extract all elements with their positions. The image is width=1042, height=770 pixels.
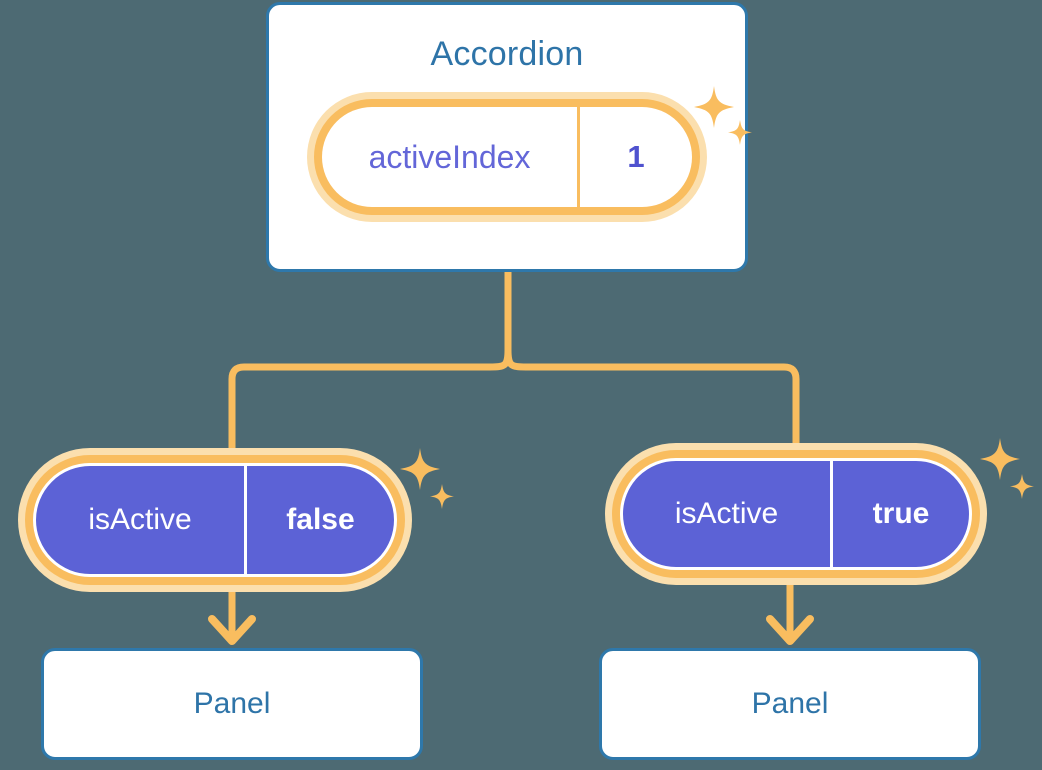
panel-card-right[interactable]: Panel [599,648,981,760]
state-pill-is-active-true[interactable]: isActive true [605,443,987,585]
pill-divider [830,461,833,567]
state-pill-value: true [872,497,930,530]
pill-surface: activeIndex 1 [322,107,692,207]
connector-branch-left [228,346,512,466]
pill-divider [577,107,580,207]
panel-title: Panel [751,687,829,720]
state-pill-key: activeIndex [368,138,531,175]
arrow-down-icon-left [208,588,256,645]
state-pill-key: isActive [88,503,192,536]
state-pill-key: isActive [674,497,779,530]
arrow-down-icon-right [766,582,814,645]
pill-surface: isActive true [620,458,972,570]
state-pill-value: false [286,503,355,536]
state-pill-is-active-false[interactable]: isActive false [18,448,412,592]
connector-branch-right [504,346,800,459]
state-pill-value: 1 [627,139,645,174]
state-pill-active-index[interactable]: activeIndex 1 [307,92,707,222]
sparkle-icon-right [978,434,1040,506]
pill-surface: isActive false [33,463,397,577]
panel-card-left[interactable]: Panel [41,648,423,760]
accordion-title: Accordion [430,35,584,73]
panel-title: Panel [193,687,271,720]
pill-divider [244,466,247,574]
